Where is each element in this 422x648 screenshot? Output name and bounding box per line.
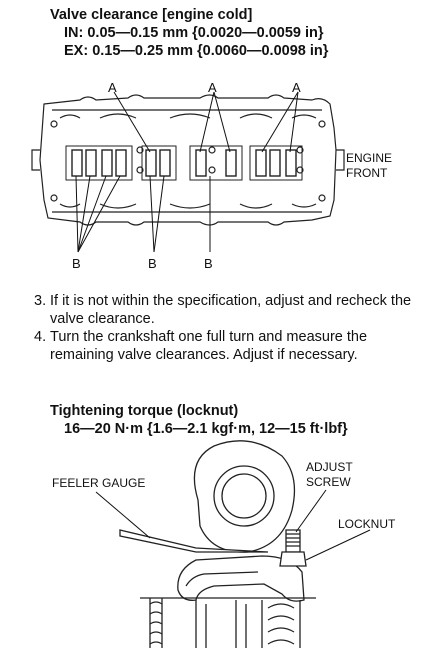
step-text: If it is not within the specification, a… xyxy=(50,293,412,327)
valve-pad xyxy=(225,149,237,177)
label-a: A xyxy=(208,80,217,95)
valve-clearance-spec: Valve clearance [engine cold] IN: 0.05—0… xyxy=(50,6,328,60)
cylinder-head-outline xyxy=(39,94,337,226)
adjust-screw-label: SCREW xyxy=(306,475,351,489)
valve-pad xyxy=(159,149,171,177)
valve-pad xyxy=(285,149,297,177)
valve-pad xyxy=(269,149,281,177)
label-b: B xyxy=(148,256,157,271)
procedure-steps: 3.If it is not within the specification,… xyxy=(34,292,420,364)
valve-pad xyxy=(71,149,83,177)
label-a: A xyxy=(292,80,301,95)
step-text: Turn the crankshaft one full turn and me… xyxy=(50,329,368,363)
locknut xyxy=(279,551,307,567)
valve-clearance-title: Valve clearance [engine cold] xyxy=(50,7,253,23)
valve-pad xyxy=(85,149,97,177)
step-number: 4. xyxy=(34,329,47,345)
feeler-gauge-label: FEELER GAUGE xyxy=(52,476,145,490)
tightening-torque-value: 16—20 N·m {1.6—2.1 kgf·m, 12—15 ft·lbf} xyxy=(64,421,348,437)
adjust-screw xyxy=(285,529,301,553)
label-b: B xyxy=(72,256,81,271)
valve-pad xyxy=(195,149,207,177)
step-number: 3. xyxy=(34,293,47,309)
engine-front-label: ENGINE xyxy=(346,151,392,165)
adjust-screw-label: ADJUST xyxy=(306,460,353,474)
valve-pad xyxy=(115,149,127,177)
step-item: 3.If it is not within the specification,… xyxy=(34,292,420,328)
step-item: 4.Turn the crankshaft one full turn and … xyxy=(34,328,420,364)
tightening-torque-title: Tightening torque (locknut) xyxy=(50,403,239,419)
engine-front-label: FRONT xyxy=(346,166,388,180)
camshaft-lobe xyxy=(193,440,296,553)
feeler-gauge xyxy=(119,529,269,553)
label-a: A xyxy=(108,80,117,95)
tightening-torque-spec: Tightening torque (locknut) 16—20 N·m {1… xyxy=(50,402,348,438)
rocker-arm-diagram xyxy=(119,440,316,648)
exhaust-clearance: EX: 0.15—0.25 mm {0.0060—0.0098 in} xyxy=(64,43,329,59)
label-b: B xyxy=(204,256,213,271)
valve-pad xyxy=(101,149,113,177)
locknut-label: LOCKNUT xyxy=(338,517,396,531)
valve-pad xyxy=(255,149,267,177)
intake-clearance: IN: 0.05—0.15 mm {0.0020—0.0059 in} xyxy=(64,25,324,41)
valve-pad xyxy=(145,149,157,177)
